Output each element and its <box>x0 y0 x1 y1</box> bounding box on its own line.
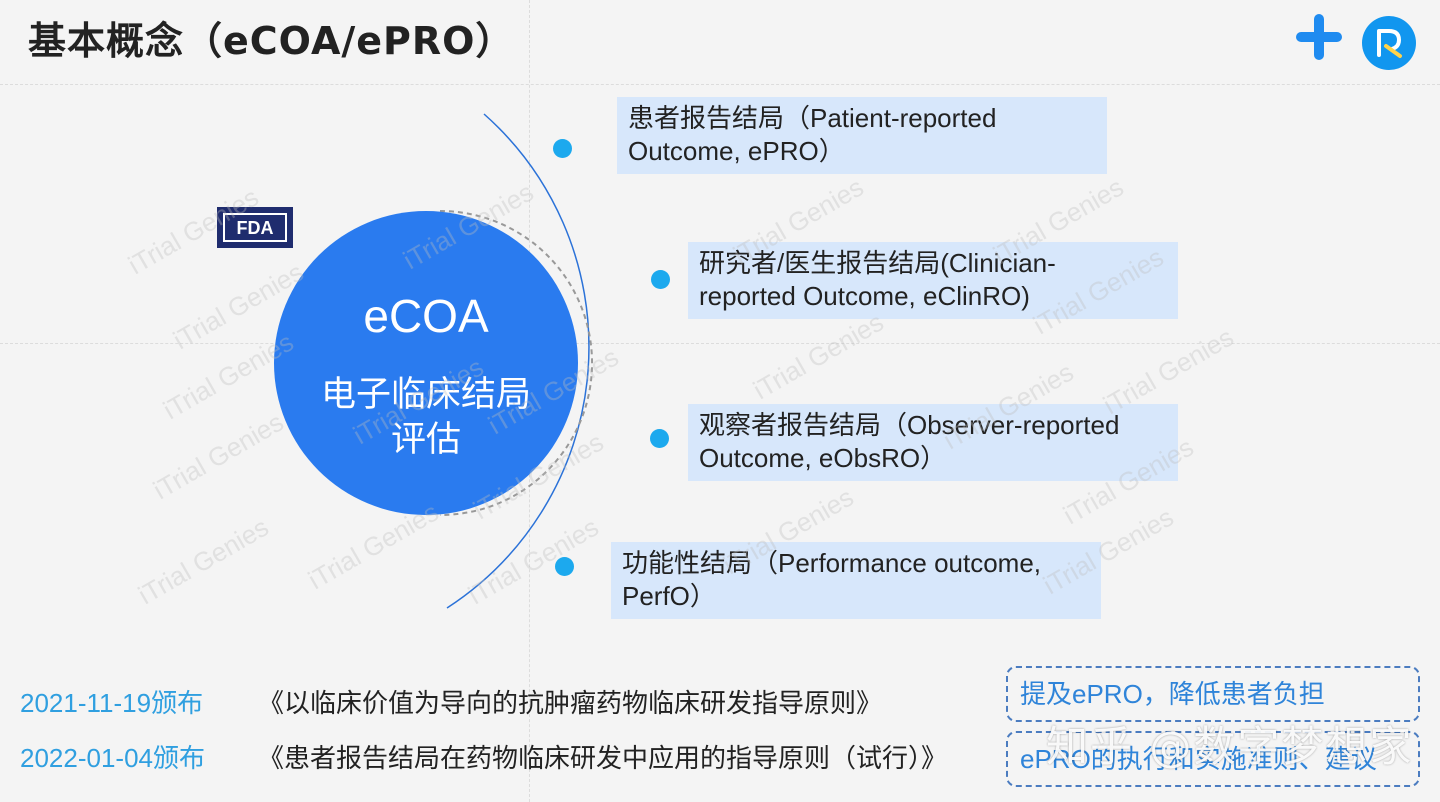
connector-dot <box>651 270 670 289</box>
release-document: 《以临床价值为导向的抗肿瘤药物临床研发指导原则》 <box>258 688 883 718</box>
faint-watermark: iTrial Genies <box>463 512 604 610</box>
center-sublabel-2: 评估 <box>390 420 461 460</box>
page-title: 基本概念（eCOA/ePRO） <box>28 19 515 63</box>
release-document: 《患者报告结局在药物临床研发中应用的指导原则（试行）》 <box>258 743 948 773</box>
outcome-box-pro: 患者报告结局（Patient-reported Outcome, ePRO） <box>617 97 1107 174</box>
connector-dot <box>553 139 572 158</box>
plus-icon[interactable] <box>1296 14 1342 60</box>
outcome-line: PerfO） <box>622 581 716 611</box>
guide-line <box>0 343 1440 344</box>
release-date: 2021-11-19颁布 <box>20 688 204 718</box>
outcome-box-obsro: 观察者报告结局（Observer-reported Outcome, eObsR… <box>688 404 1178 481</box>
outcome-line: 研究者/医生报告结局(Clinician- <box>699 248 1056 278</box>
note-box: ePRO的执行和实施准则、建议 <box>1006 731 1420 787</box>
faint-watermark: iTrial Genies <box>133 512 274 610</box>
outcome-line: 功能性结局（Performance outcome, <box>622 548 1042 578</box>
connector-dot <box>555 557 574 576</box>
ecoa-circle: eCOA 电子临床结局 评估 <box>274 211 578 515</box>
pen-logo-icon[interactable] <box>1362 16 1416 70</box>
note-box: 提及ePRO，降低患者负担 <box>1006 666 1420 722</box>
faint-watermark: iTrial Genies <box>748 307 889 405</box>
fda-logo: FDA <box>217 207 293 248</box>
fda-logo-text: FDA <box>237 218 274 238</box>
connector-dot <box>650 429 669 448</box>
center-label: eCOA <box>363 290 489 342</box>
outcome-line: reported Outcome, eClinRO) <box>699 281 1030 311</box>
outcome-line: 观察者报告结局（Observer-reported <box>699 410 1120 440</box>
outcome-line: 患者报告结局（Patient-reported <box>628 103 997 133</box>
zhihu-watermark: 知乎 @数字梦想家 <box>1046 722 1414 771</box>
outcome-box-clinro: 研究者/医生报告结局(Clinician- reported Outcome, … <box>688 242 1178 319</box>
outcome-line: Outcome, ePRO） <box>628 136 845 166</box>
faint-watermark: iTrial Genies <box>148 407 289 505</box>
guide-line <box>0 84 1440 85</box>
center-sublabel: 电子临床结局 <box>320 375 531 415</box>
release-date: 2022-01-04颁布 <box>20 743 205 773</box>
outcome-line: Outcome, eObsRO） <box>699 443 947 473</box>
outcome-box-perfo: 功能性结局（Performance outcome, PerfO） <box>611 542 1101 619</box>
